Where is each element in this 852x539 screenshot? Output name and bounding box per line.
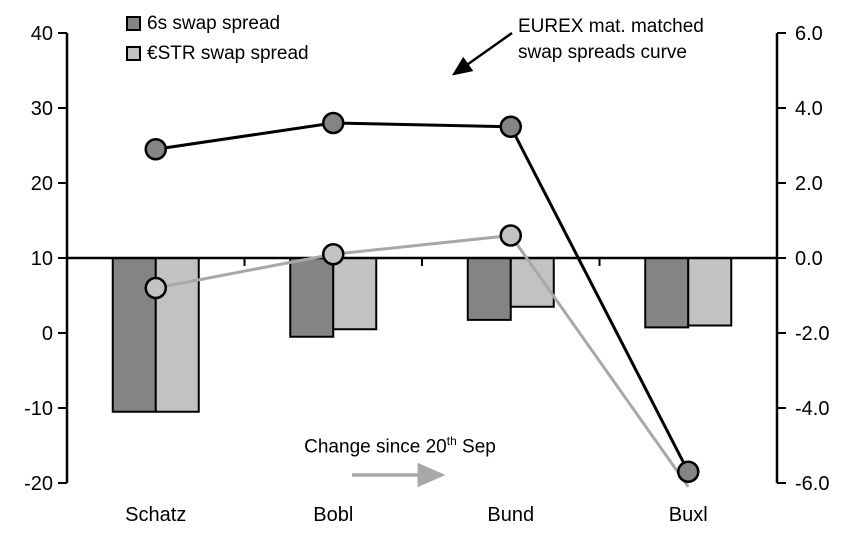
curve-annotation-line2: swap spreads curve — [518, 42, 687, 63]
bar-6s-bobl — [289, 257, 335, 338]
right-axis-label: -6.0 — [795, 473, 829, 495]
bar-6s-buxl — [644, 257, 690, 329]
legend: 6s swap spread €STR swap spread — [126, 8, 309, 68]
legend-label-estr: €STR swap spread — [147, 42, 309, 64]
curve-annotation: EUREX mat. matched swap spreads curve — [518, 14, 704, 66]
right-axis-label: -4.0 — [795, 398, 829, 420]
line-marker-icon — [144, 276, 167, 300]
line-marker-icon — [144, 138, 167, 161]
left-axis-label: 40 — [31, 23, 53, 45]
bar-estr-buxl — [687, 257, 733, 327]
right-axis-label: 2.0 — [795, 173, 823, 195]
line-marker-icon — [322, 243, 345, 266]
category-label-schatz: Schatz — [125, 504, 186, 526]
category-label-bobl: Bobl — [313, 504, 353, 526]
left-axis-label: 30 — [31, 98, 53, 120]
line-marker-icon — [677, 460, 700, 483]
change-annotation-sup: th — [446, 434, 457, 448]
left-axis-label: -10 — [24, 398, 53, 420]
left-axis-label: -20 — [24, 473, 53, 495]
line-marker-icon — [499, 115, 522, 138]
right-axis-label: 0.0 — [795, 248, 823, 270]
right-axis-label: -2.0 — [795, 323, 829, 345]
right-axis-label: 6.0 — [795, 23, 823, 45]
legend-item-6s: 6s swap spread — [126, 8, 309, 38]
bar-estr-bobl — [332, 257, 378, 331]
left-axis-label: 20 — [31, 173, 53, 195]
bar-6s-bund — [466, 257, 512, 321]
left-axis-label: 10 — [31, 248, 53, 270]
right-axis-label: 4.0 — [795, 98, 823, 120]
legend-swatch-6s-icon — [126, 15, 141, 31]
legend-item-estr: €STR swap spread — [126, 38, 309, 68]
left-axis-label: 0 — [42, 323, 53, 345]
line-series-0 — [155, 233, 690, 488]
line-series-1 — [155, 121, 690, 473]
legend-swatch-estr-icon — [126, 45, 141, 61]
line-marker-icon — [322, 111, 345, 135]
legend-label-6s: 6s swap spread — [147, 12, 281, 34]
curve-annotation-line1: EUREX mat. matched — [518, 16, 704, 37]
change-annotation-prefix: Change since 20 — [304, 436, 447, 458]
category-label-bund: Bund — [487, 504, 534, 526]
change-annotation: Change since 20th Sep — [0, 434, 852, 458]
line-marker-icon — [499, 224, 522, 247]
category-label-buxl: Buxl — [669, 504, 708, 526]
curve-annotation-arrow-icon — [451, 31, 513, 76]
change-annotation-suffix: Sep — [456, 436, 496, 458]
